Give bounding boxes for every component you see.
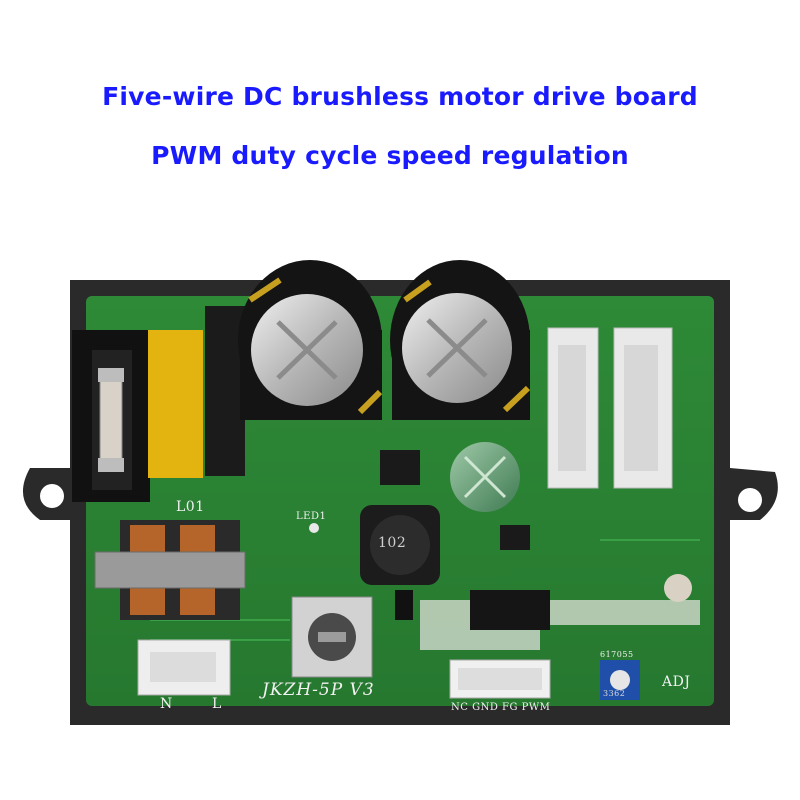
connector-pin-labels: NC GND FG PWM [451, 702, 551, 713]
small-cap-c3 [664, 574, 692, 602]
headline-line-2: PWM duty cycle speed regulation [151, 141, 629, 170]
headline-line-1: Five-wire DC brushless motor drive board [102, 82, 698, 111]
x-capacitor [148, 330, 203, 478]
mosfet-2 [510, 590, 550, 630]
mount-hole-right [738, 488, 762, 512]
electrolytic-capacitor-1 [238, 260, 383, 420]
led1 [309, 523, 319, 533]
mosfet-1 [470, 590, 510, 630]
trimmer-top-label: 617055 [600, 650, 634, 659]
choke-inductor [360, 505, 440, 585]
electrolytic-capacitor-2 [390, 260, 531, 420]
choke-marking: 102 [378, 535, 407, 551]
ac-input-n-label: N [160, 696, 173, 712]
signal-connector [449, 659, 551, 699]
common-mode-filter [94, 520, 246, 620]
trimmer-marking: 3362 [603, 689, 626, 698]
mount-hole-left [40, 484, 64, 508]
transistor-q1 [500, 525, 530, 550]
connector-a [547, 327, 599, 489]
small-capacitor [450, 442, 520, 512]
led-label: LED1 [296, 511, 327, 522]
regulator-ic [380, 450, 420, 485]
potentiometer [291, 596, 373, 678]
diode-d1 [395, 590, 413, 620]
adj-label: ADJ [662, 674, 691, 690]
connector-b [613, 327, 673, 489]
ac-input-l-label: L [212, 696, 222, 712]
board-model-label: JKZH-5P V3 [262, 680, 375, 700]
ac-input-connector [137, 639, 231, 696]
fuse-holder [72, 330, 150, 502]
trimmer-pot [600, 660, 640, 700]
inductor-label: L01 [176, 499, 205, 515]
